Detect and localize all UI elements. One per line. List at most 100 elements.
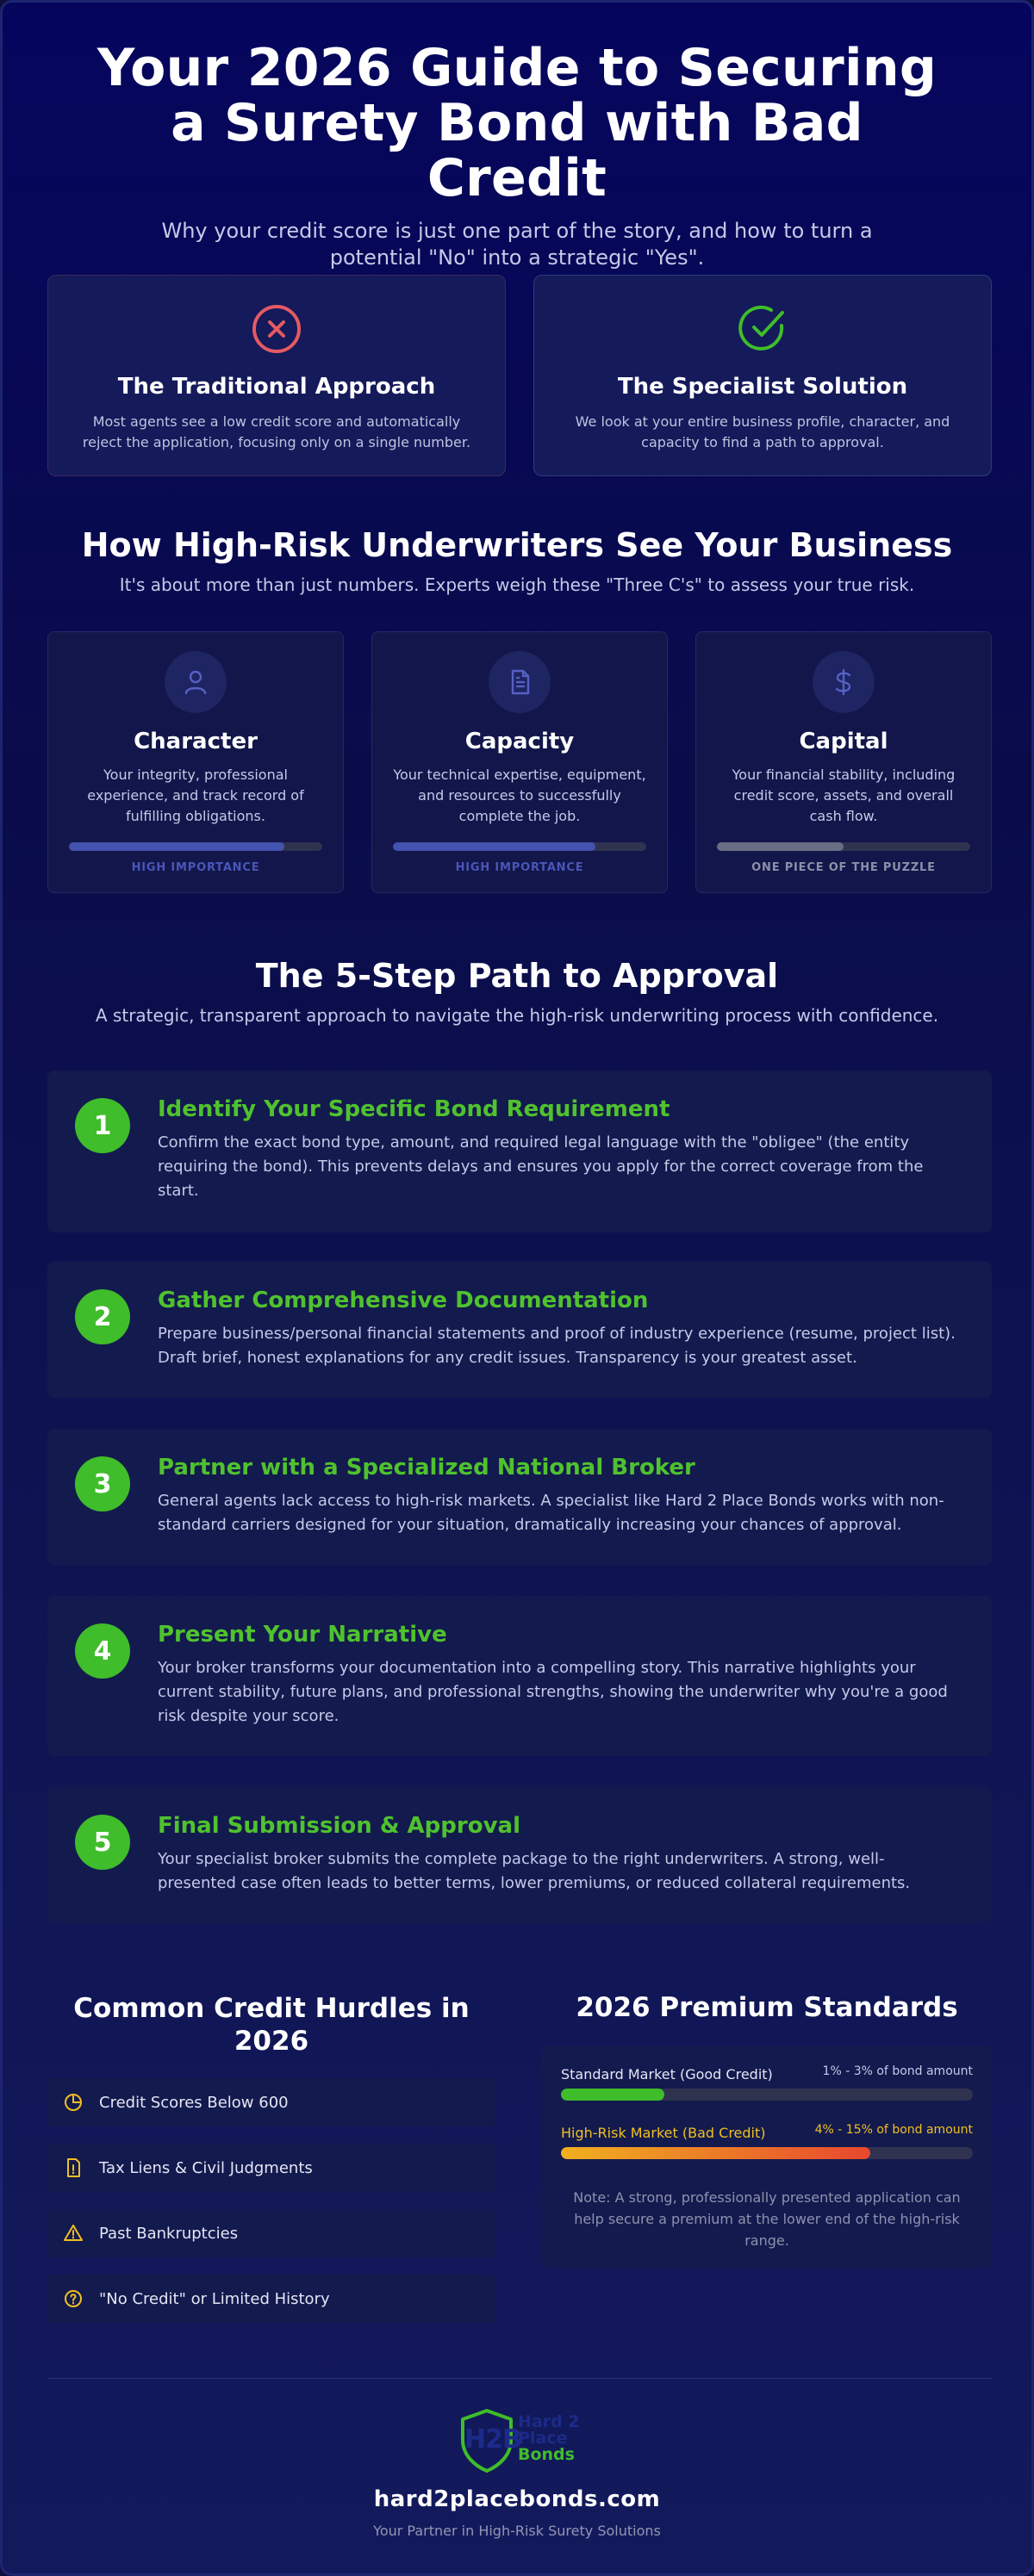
- step-title: Partner with a Specialized National Brok…: [158, 1455, 695, 1480]
- three-cs-section: Character Your integrity, professional e…: [47, 631, 992, 893]
- capital-icon-bubble: [813, 651, 875, 713]
- step-card: 1 Identify Your Specific Bond Requiremen…: [47, 1071, 992, 1232]
- shield-logo-icon: [461, 2409, 513, 2473]
- hurdle-label: Past Bankruptcies: [99, 2224, 239, 2243]
- brand-logo: H2B Hard 2 Place Bonds: [444, 2405, 590, 2474]
- step-number-badge: 5: [75, 1815, 130, 1870]
- hurdle-label: "No Credit" or Limited History: [99, 2289, 330, 2308]
- step-number-badge: 1: [75, 1098, 130, 1153]
- step-number-badge: 4: [75, 1623, 130, 1679]
- capacity-tag: HIGH IMPORTANCE: [455, 861, 584, 874]
- step-title: Gather Comprehensive Documentation: [158, 1288, 649, 1313]
- capital-importance-fill: [717, 842, 844, 851]
- check-circle-icon: [738, 305, 784, 351]
- premium-standards-section: 2026 Premium Standards Standard Market (…: [542, 1992, 992, 2268]
- premium-label: Standard Market (Good Credit): [561, 2066, 773, 2083]
- file-alert-icon: [67, 2158, 80, 2177]
- character-title: Character: [134, 729, 258, 754]
- credit-hurdles-section: Common Credit Hurdles in 2026 Credit Sco…: [47, 1992, 495, 2323]
- premium-bar-fill: [561, 2147, 870, 2159]
- logo-wordmark: Hard 2 Place Bonds: [518, 2414, 580, 2463]
- specialist-text: We look at your entire business profile,…: [575, 413, 950, 450]
- capacity-importance-fill: [393, 842, 596, 851]
- premium-label: High-Risk Market (Bad Credit): [561, 2125, 766, 2141]
- page-title: Your 2026 Guide to Securing a Surety Bon…: [97, 38, 937, 208]
- underwriters-heading: How High-Risk Underwriters See Your Busi…: [3, 526, 1031, 595]
- step-title: Identify Your Specific Bond Requirement: [158, 1096, 670, 1122]
- footer-divider: [47, 2378, 992, 2379]
- logo-letters: H2B: [464, 2424, 522, 2455]
- step-text: Confirm the exact bond type, amount, and…: [158, 1133, 924, 1200]
- capital-text: Your financial stability, including cred…: [732, 767, 956, 824]
- premium-box: Standard Market (Good Credit) 1% - 3% of…: [542, 2045, 992, 2268]
- step-number-badge: 2: [75, 1289, 130, 1344]
- step-title: Present Your Narrative: [158, 1622, 447, 1648]
- user-icon: [184, 670, 207, 695]
- hurdle-item: Credit Scores Below 600: [47, 2078, 495, 2126]
- character-tag: HIGH IMPORTANCE: [131, 861, 260, 874]
- character-icon-bubble: [165, 651, 227, 713]
- step-title: Final Submission & Approval: [158, 1813, 520, 1839]
- specialist-solution-card: The Specialist Solution We look at your …: [533, 275, 992, 476]
- character-importance-bar: [69, 842, 322, 851]
- question-circle-icon: [65, 2290, 82, 2307]
- specialist-title: The Specialist Solution: [617, 374, 908, 400]
- step-text: Prepare business/personal financial stat…: [158, 1325, 956, 1367]
- premium-note: Note: A strong, professionally presented…: [573, 2189, 961, 2249]
- step-text: Your broker transforms your documentatio…: [158, 1659, 948, 1725]
- step-card: 2 Gather Comprehensive Documentation Pre…: [47, 1262, 992, 1398]
- logo-word: Bonds: [518, 2445, 575, 2464]
- capital-tag: ONE PIECE OF THE PUZZLE: [751, 861, 936, 874]
- character-card: Character Your integrity, professional e…: [47, 631, 344, 893]
- hurdles-title: Common Credit Hurdles in 2026: [73, 1993, 470, 2057]
- site-url-link[interactable]: hard2placebonds.com: [373, 2486, 661, 2512]
- warning-triangle-icon: [64, 2225, 83, 2241]
- premium-title: 2026 Premium Standards: [576, 1992, 958, 2023]
- logo-word: Place: [518, 2429, 568, 2448]
- step-number-badge: 3: [75, 1456, 130, 1511]
- traditional-title: The Traditional Approach: [117, 374, 436, 400]
- logo-word: Hard 2: [518, 2412, 580, 2431]
- capital-card: Capital Your financial stability, includ…: [695, 631, 992, 893]
- document-icon: [511, 669, 530, 695]
- comparison-section: The Traditional Approach Most agents see…: [47, 275, 992, 476]
- pie-chart-icon: [65, 2094, 82, 2111]
- hero-section: Your 2026 Guide to Securing a Surety Bon…: [3, 40, 1031, 271]
- character-importance-fill: [69, 842, 284, 851]
- path-heading: The 5-Step Path to Approval A strategic,…: [3, 957, 1031, 1026]
- hurdle-item: Past Bankruptcies: [47, 2209, 495, 2257]
- path-title: The 5-Step Path to Approval: [255, 957, 779, 995]
- hurdle-item: Tax Liens & Civil Judgments: [47, 2144, 495, 2192]
- x-circle-icon: [252, 305, 301, 353]
- footer-tagline: Your Partner in High-Risk Surety Solutio…: [373, 2523, 661, 2539]
- capacity-title: Capacity: [464, 729, 575, 754]
- hurdle-item: "No Credit" or Limited History: [47, 2275, 495, 2323]
- step-text: Your specialist broker submits the compl…: [158, 1850, 911, 1892]
- hurdle-label: Credit Scores Below 600: [99, 2093, 289, 2112]
- hurdle-label: Tax Liens & Civil Judgments: [99, 2158, 313, 2177]
- capital-importance-bar: [717, 842, 970, 851]
- capacity-card: Capacity Your technical expertise, equip…: [371, 631, 668, 893]
- character-text: Your integrity, professional experience,…: [87, 767, 304, 824]
- dollar-icon: [835, 668, 851, 696]
- premium-range: 1% - 3% of bond amount: [822, 2064, 973, 2078]
- traditional-approach-card: The Traditional Approach Most agents see…: [47, 275, 506, 476]
- path-subtitle: A strategic, transparent approach to nav…: [95, 1005, 939, 1026]
- capacity-icon-bubble: [489, 651, 551, 713]
- premium-range: 4% - 15% of bond amount: [814, 2123, 973, 2137]
- premium-bar: [561, 2147, 973, 2159]
- traditional-text: Most agents see a low credit score and a…: [82, 413, 471, 450]
- footer: H2B Hard 2 Place Bonds hard2placebonds.c…: [3, 2405, 1031, 2539]
- premium-bar: [561, 2089, 973, 2101]
- step-card: 5 Final Submission & Approval Your speci…: [47, 1787, 992, 1923]
- step-card: 3 Partner with a Specialized National Br…: [47, 1429, 992, 1565]
- premium-bar-fill: [561, 2089, 664, 2101]
- capacity-importance-bar: [393, 842, 646, 851]
- step-text: General agents lack access to high-risk …: [158, 1492, 944, 1534]
- step-card: 4 Present Your Narrative Your broker tra…: [47, 1596, 992, 1756]
- capital-title: Capital: [799, 729, 888, 754]
- capacity-text: Your technical expertise, equipment, and…: [393, 767, 646, 824]
- underwriters-subtitle: It's about more than just numbers. Exper…: [119, 574, 915, 595]
- underwriters-title: How High-Risk Underwriters See Your Busi…: [81, 526, 953, 564]
